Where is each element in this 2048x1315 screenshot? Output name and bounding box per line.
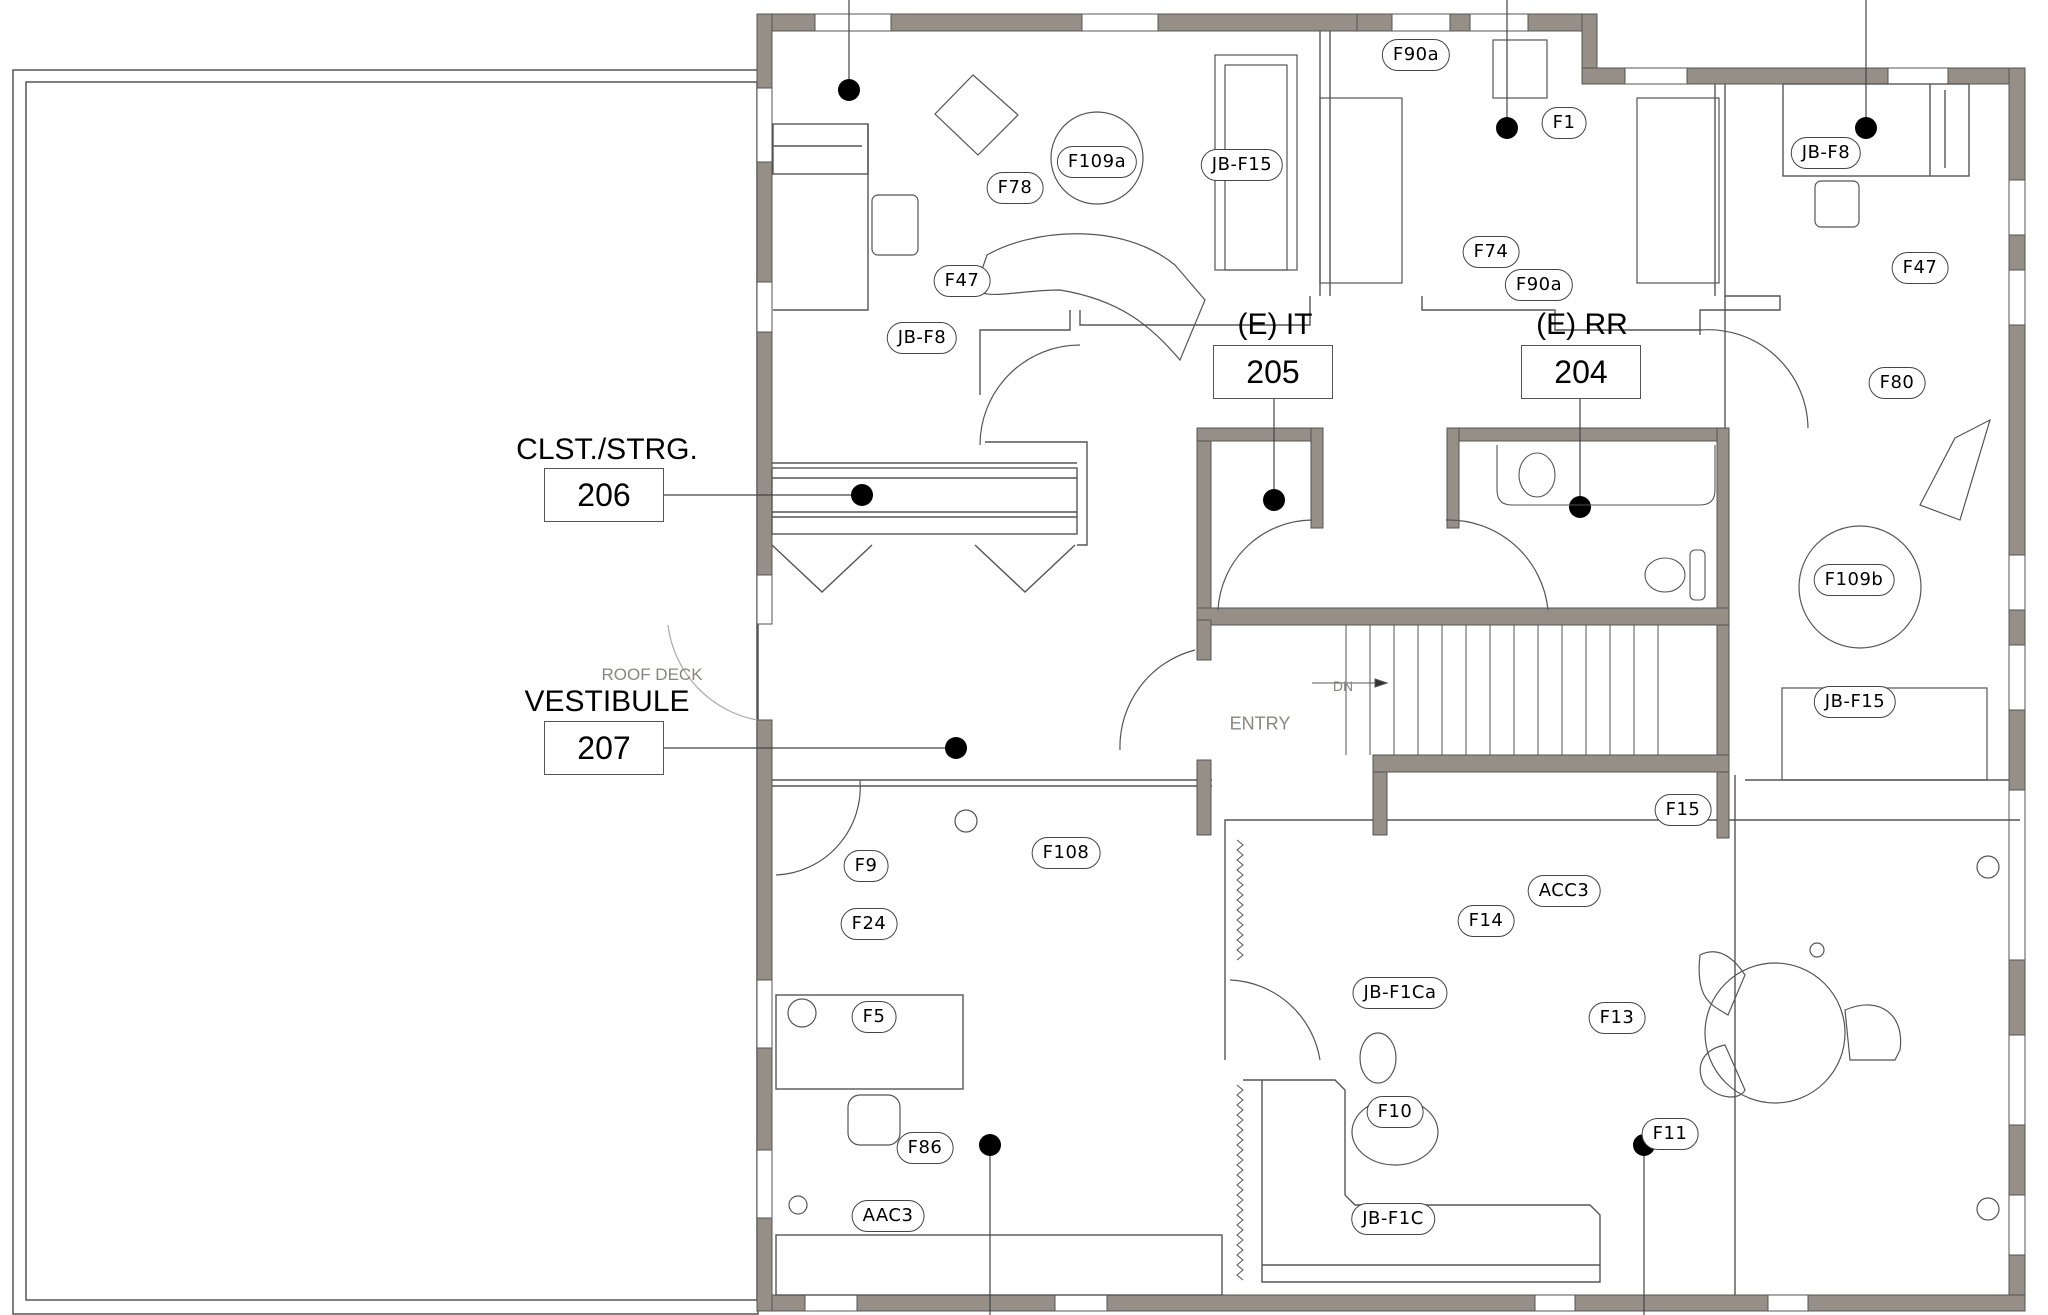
windows bbox=[756, 13, 2026, 1312]
room-number-vestibule: 207 bbox=[544, 721, 664, 775]
tag-f90a-ne: F90a bbox=[1504, 269, 1574, 301]
tag-f24: F24 bbox=[840, 908, 898, 940]
tag-f11: F11 bbox=[1641, 1118, 1699, 1150]
tag-f86: F86 bbox=[896, 1132, 954, 1164]
room-name-rr: (E) RR bbox=[1536, 308, 1628, 341]
room-name-clst-strg: CLST./STRG. bbox=[516, 433, 698, 466]
tag-f78: F78 bbox=[986, 172, 1044, 204]
tag-f47-ne: F47 bbox=[1891, 252, 1949, 284]
tag-f15: F15 bbox=[1654, 794, 1712, 826]
plumbing-fixtures bbox=[1496, 445, 1716, 601]
tag-jbf15-east: JB-F15 bbox=[1813, 686, 1897, 718]
stair-down-note: DN bbox=[1332, 678, 1354, 694]
tag-f5: F5 bbox=[851, 1001, 897, 1033]
tag-f9: F9 bbox=[843, 850, 889, 882]
sliding-panel bbox=[1236, 839, 1244, 1281]
tag-f14: F14 bbox=[1457, 905, 1515, 937]
tag-f74: F74 bbox=[1462, 236, 1520, 268]
tag-f109b: F109b bbox=[1813, 564, 1895, 596]
room-number-it: 205 bbox=[1213, 345, 1333, 399]
room-number-clst-strg: 206 bbox=[544, 468, 664, 522]
furniture bbox=[787, 39, 2000, 1221]
tag-aac3: AAC3 bbox=[851, 1200, 925, 1232]
tag-f1: F1 bbox=[1541, 107, 1587, 139]
tag-jbf15-north: JB-F15 bbox=[1200, 149, 1284, 181]
stair-treads bbox=[1312, 625, 1659, 755]
tag-f10: F10 bbox=[1366, 1096, 1424, 1128]
tag-jbf1ca: JB-F1Ca bbox=[1352, 977, 1448, 1009]
roof-deck-note: ROOF DECK bbox=[601, 665, 703, 684]
tag-acc3: ACC3 bbox=[1527, 875, 1601, 907]
tag-f109a: F109a bbox=[1056, 146, 1138, 178]
room-name-vestibule: VESTIBULE bbox=[524, 685, 690, 718]
tag-f47-nw: F47 bbox=[933, 265, 991, 297]
tag-jbf1c: JB-F1C bbox=[1351, 1203, 1435, 1235]
tag-jbf8-nw: JB-F8 bbox=[886, 322, 958, 354]
entry-note: ENTRY bbox=[1229, 713, 1291, 734]
roof-deck-outline bbox=[12, 69, 759, 1315]
door-swings bbox=[667, 329, 1809, 1061]
tag-f108: F108 bbox=[1031, 837, 1101, 869]
tag-f80: F80 bbox=[1868, 367, 1926, 399]
room-number-rr: 204 bbox=[1521, 345, 1641, 399]
tag-f13: F13 bbox=[1588, 1002, 1646, 1034]
tag-jbf8-ne: JB-F8 bbox=[1790, 137, 1862, 169]
light-fixtures bbox=[663, 0, 1877, 1315]
tag-f90a-nw: F90a bbox=[1381, 39, 1451, 71]
room-name-it: (E) IT bbox=[1237, 308, 1313, 341]
core-walls bbox=[1196, 427, 1730, 839]
